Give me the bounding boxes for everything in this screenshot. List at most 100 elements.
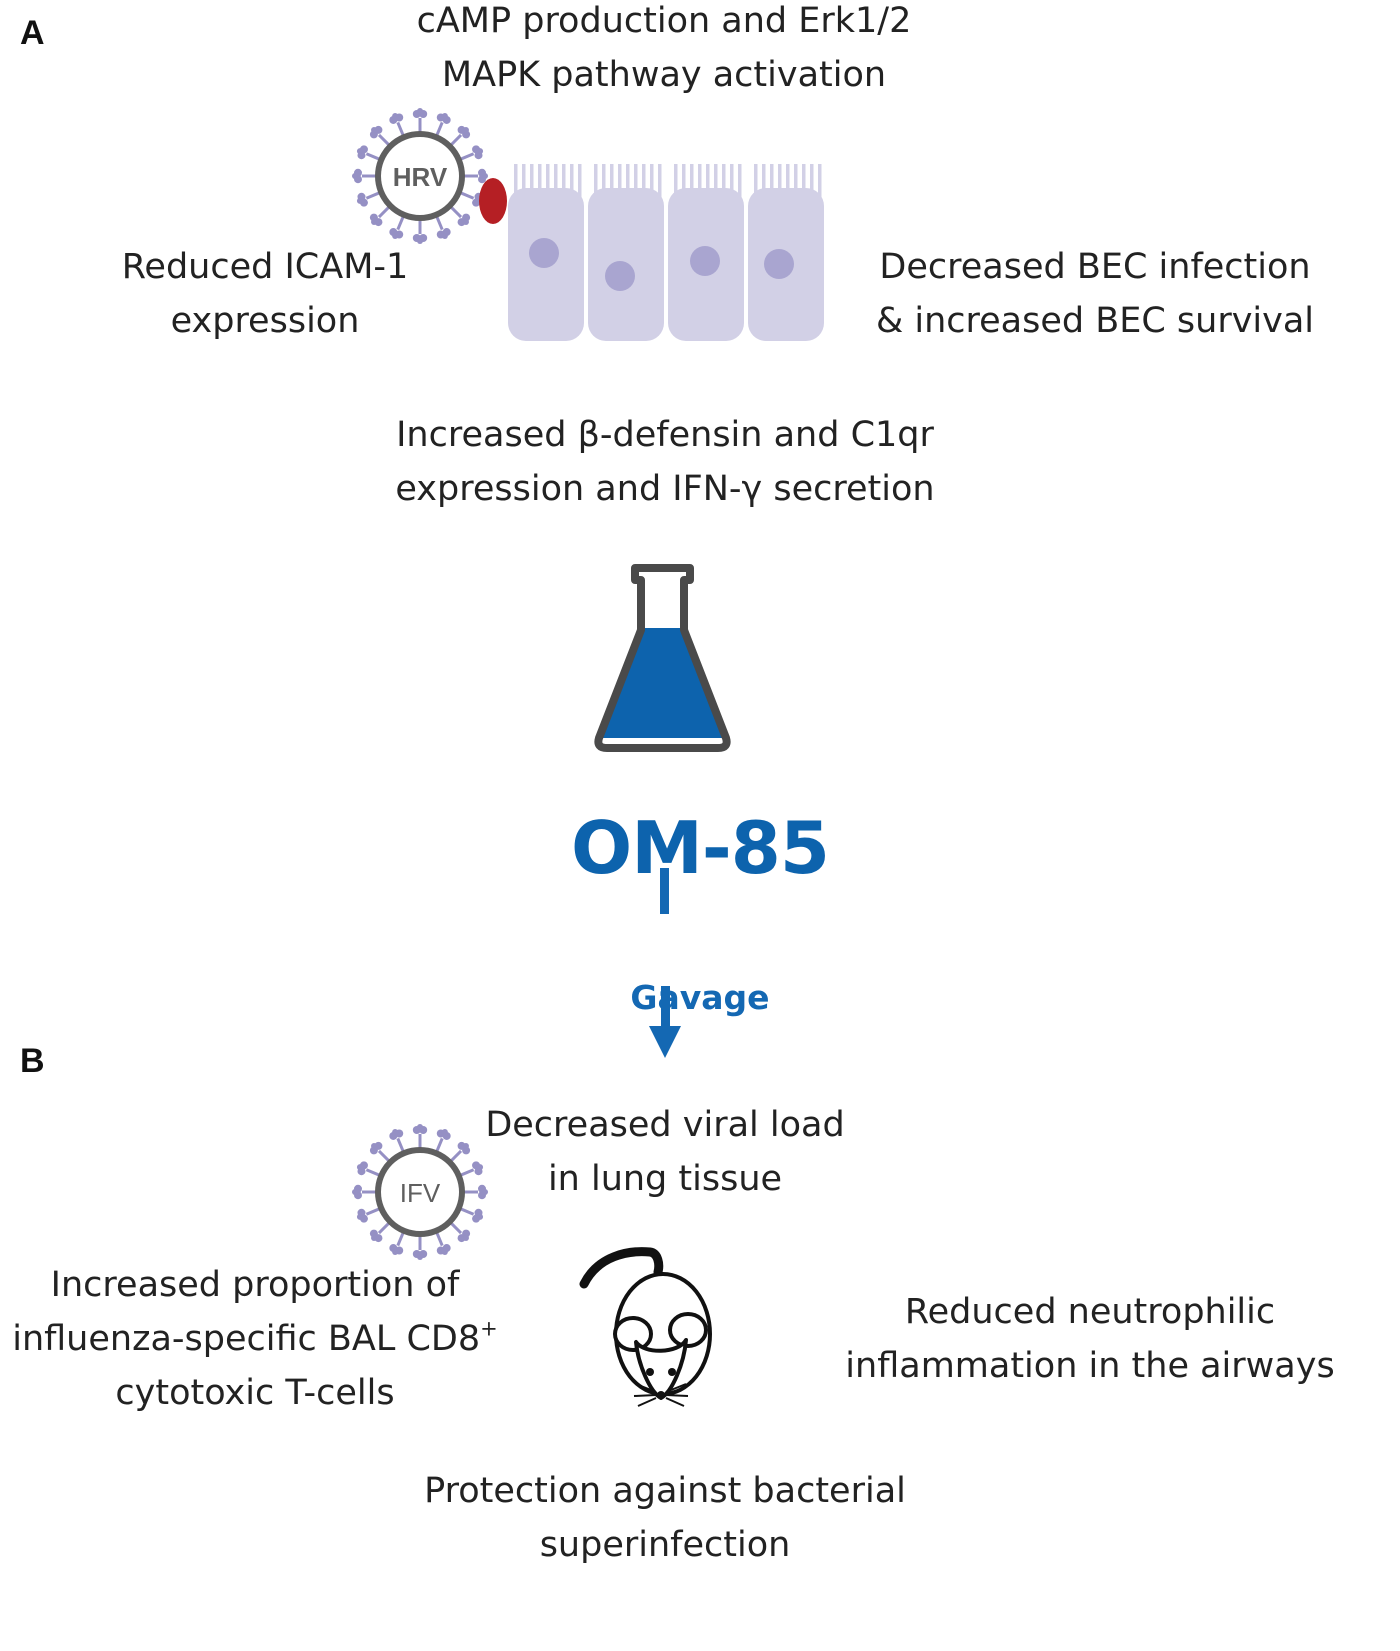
virus-label: HRV (393, 162, 448, 192)
cilium (810, 164, 814, 198)
arrow-down-icon (649, 986, 681, 1058)
panel-b-top-text: Decreased viral load in lung tissue (440, 1098, 890, 1206)
drug-name: OM-85 (571, 806, 830, 890)
virus-spike-tip (457, 218, 466, 227)
cilium (562, 164, 566, 198)
text-line: inflammation in the airways (845, 1346, 1335, 1386)
text-line: Protection against bacterial (424, 1471, 906, 1511)
flask-icon (594, 564, 731, 752)
cilium (522, 164, 526, 198)
virus-spike-tip (374, 125, 383, 134)
text-line: in lung tissue (547, 1159, 783, 1199)
cilium (554, 164, 558, 198)
virus-label: IFV (400, 1178, 441, 1208)
cilium (642, 164, 646, 198)
text-line: superinfection (539, 1525, 791, 1565)
arrow-stem-top (660, 868, 669, 914)
cilium (786, 164, 790, 198)
virus-spike-tip (457, 1234, 466, 1243)
virus-spike-tip (371, 127, 378, 134)
virus-spike-tip (417, 1124, 423, 1130)
virus-spike-tip (392, 1128, 399, 1135)
superscript: + (480, 1316, 498, 1341)
text-line: influenza-specific BAL CD8+ (5, 1312, 505, 1366)
text-line: MAPK pathway activation (441, 55, 887, 95)
virus-spike-tip (392, 233, 399, 240)
panel-b-right-text: Reduced neutrophilic inflammation in the… (840, 1285, 1340, 1393)
cilium (602, 164, 606, 198)
cilium (682, 164, 686, 198)
text-line: Decreased viral load (485, 1105, 845, 1145)
cilium (754, 164, 758, 198)
text-line: expression and IFN-γ secretion (395, 469, 935, 509)
route-label: Gavage (630, 978, 770, 1017)
virus-icon: HRV (352, 108, 488, 244)
text-line: Increased β-defensin and C1qr (396, 415, 934, 455)
cilium (778, 164, 782, 198)
panel-a-left-text: Reduced ICAM-1 expression (65, 240, 465, 348)
cilium (674, 164, 678, 198)
cilium (610, 164, 614, 198)
virus-spike-tip (441, 233, 448, 240)
virus-spike-tip (462, 1143, 469, 1150)
panel-a-top-text: cAMP production and Erk1/2 MAPK pathway … (364, 0, 964, 102)
cilium (802, 164, 806, 198)
virus-spike-tip (371, 1234, 378, 1241)
virus-spike-tip (477, 1213, 484, 1220)
cilium (762, 164, 766, 198)
cilium (714, 164, 718, 198)
text-line: & increased BEC survival (875, 301, 1315, 341)
virus-spike-tip (417, 1254, 423, 1260)
cilium (690, 164, 694, 198)
text-fragment: influenza-specific BAL CD8 (12, 1319, 481, 1359)
nucleus (764, 249, 794, 279)
virus-spike-tip (356, 197, 363, 204)
virus-spike-tip (352, 1189, 358, 1195)
cilium (770, 164, 774, 198)
mouse-icon (579, 1247, 712, 1407)
virus-spike-tip (369, 1229, 378, 1238)
cilium (626, 164, 630, 198)
cilium (794, 164, 798, 198)
text-line: Decreased BEC infection (879, 247, 1311, 287)
virus-spike-tip (371, 218, 378, 225)
virus-spike-tip (462, 1234, 469, 1241)
virus-spike-tip (352, 173, 358, 179)
nucleus (690, 246, 720, 276)
cilium (658, 164, 662, 198)
virus-spike-tip (482, 1189, 488, 1195)
cilium (818, 164, 822, 198)
cilium (698, 164, 702, 198)
virus-spike-tip (356, 1164, 363, 1171)
cilium (578, 164, 582, 198)
text-line: cytotoxic T-cells (115, 1373, 395, 1413)
nucleus (605, 261, 635, 291)
panel-b-left-text: Increased proportion of influenza-specif… (5, 1258, 505, 1420)
cilium (706, 164, 710, 198)
panel-b-bottom-text: Protection against bacterial superinfect… (365, 1464, 965, 1572)
virus-spike-tip (369, 213, 378, 222)
virus-spike-tip (392, 1249, 399, 1256)
virus-spike-tip (417, 238, 423, 244)
text-line: Increased proportion of (50, 1265, 460, 1305)
text-line: Reduced ICAM-1 (121, 247, 409, 287)
panel-a-label: A (20, 14, 45, 52)
cilium (594, 164, 598, 198)
virus-icon: IFV (352, 1124, 488, 1260)
receptor-icon (479, 178, 507, 224)
virus-spike-tip (441, 1249, 448, 1256)
virus-spike-tip (417, 108, 423, 114)
virus-spike-tip (356, 148, 363, 155)
virus-spike-tip (462, 130, 471, 139)
panel-b-label: B (20, 1042, 45, 1080)
cilium (634, 164, 638, 198)
text-line: Reduced neutrophilic (904, 1292, 1276, 1332)
epithelial-cells-icon (508, 164, 824, 341)
nucleus (529, 238, 559, 268)
cilium (650, 164, 654, 198)
virus-spike-tip (462, 1146, 471, 1155)
cilium (570, 164, 574, 198)
cilium (738, 164, 742, 198)
virus-spike-tip (356, 1213, 363, 1220)
panel-a-bottom-text: Increased β-defensin and C1qr expression… (365, 408, 965, 516)
